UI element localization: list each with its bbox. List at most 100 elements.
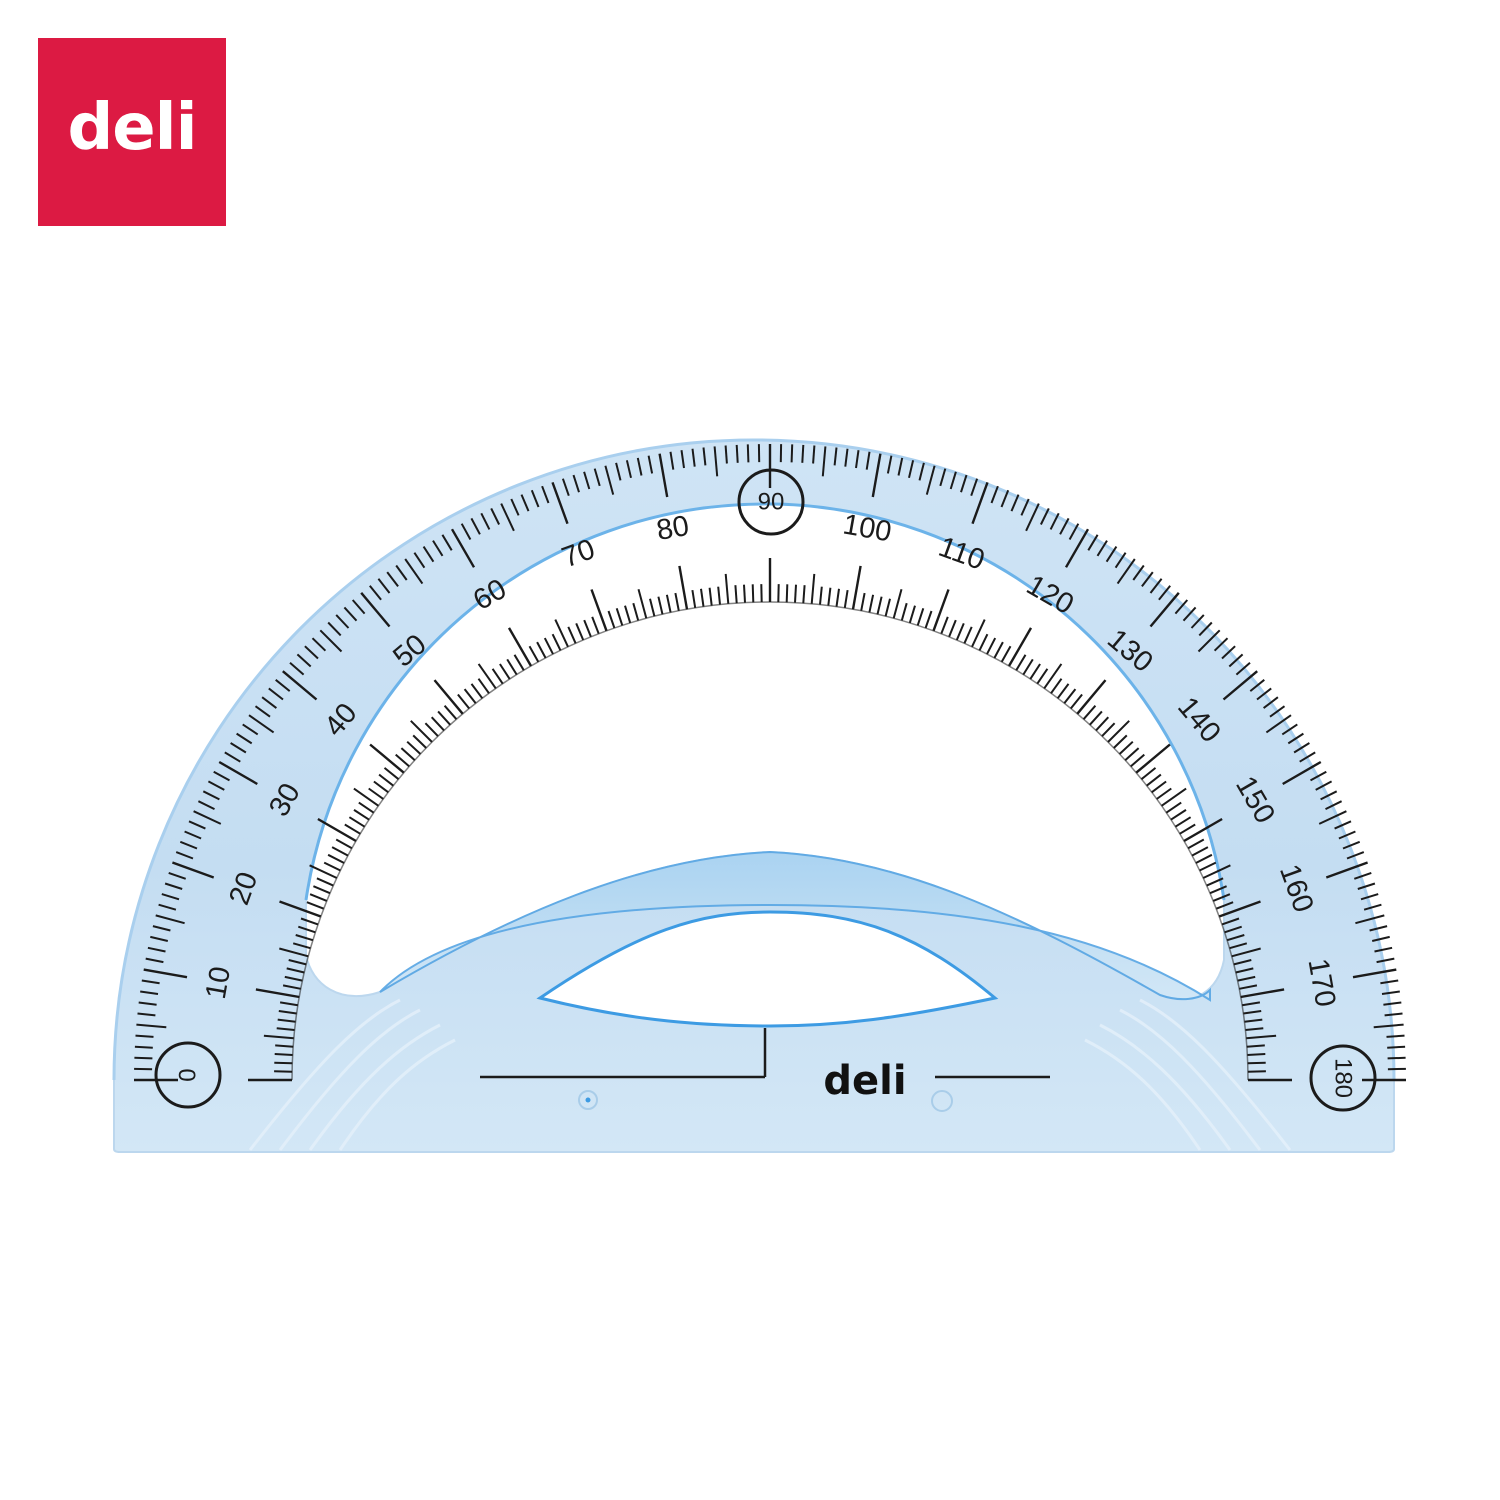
tick-mark: [378, 773, 394, 787]
tick-mark: [184, 830, 202, 840]
tick-mark: [1247, 1053, 1266, 1056]
circled-label-end: 180: [1309, 1044, 1377, 1112]
tick-mark: [884, 598, 891, 617]
tick-mark: [1240, 988, 1285, 999]
tick-mark: [430, 716, 445, 732]
tick-mark: [700, 588, 705, 607]
tick-mark: [1132, 564, 1145, 581]
tick-mark: [358, 801, 375, 814]
tick-mark: [1191, 846, 1209, 857]
tick-mark: [1209, 885, 1227, 895]
tick-mark: [1287, 732, 1304, 745]
tick-mark: [591, 616, 600, 635]
tick-mark: [296, 653, 312, 668]
tick-mark: [1190, 614, 1205, 629]
tick-mark: [624, 605, 632, 624]
tick-mark: [202, 790, 220, 801]
tick-mark: [691, 448, 696, 467]
tick-mark: [691, 589, 697, 609]
circled-label-start: 0: [154, 1041, 222, 1109]
tick-mark: [141, 979, 160, 985]
tick-mark: [900, 602, 908, 621]
tick-mark: [306, 901, 325, 910]
tick-mark: [1293, 742, 1310, 754]
tick-mark: [422, 546, 435, 563]
tick-mark: [1113, 734, 1128, 749]
plastic-ribs: [248, 998, 1292, 1151]
inner-scale-arc: [291, 601, 1249, 1081]
tick-mark: [490, 507, 500, 525]
degree-label: 10: [200, 964, 237, 1001]
tick-mark: [369, 743, 405, 774]
tick-mark: [978, 633, 989, 651]
tick-mark: [833, 447, 838, 466]
tick-mark: [1352, 968, 1397, 979]
tick-mark: [311, 637, 327, 652]
tick-mark: [735, 444, 739, 463]
tick-mark: [1235, 967, 1254, 974]
tick-mark: [1233, 959, 1252, 966]
tick-mark: [400, 747, 416, 761]
tick-mark: [373, 780, 389, 794]
tick-mark: [990, 485, 999, 504]
tick-mark: [175, 851, 194, 860]
tick-mark: [1050, 678, 1063, 694]
tick-mark: [158, 903, 177, 911]
tick-mark: [1353, 871, 1372, 880]
tick-mark: [1087, 534, 1099, 551]
tick-mark: [647, 455, 654, 474]
tick-mark: [171, 861, 215, 879]
tick-mark: [1070, 693, 1083, 710]
tick-mark: [1161, 787, 1187, 807]
tick-mark: [1218, 900, 1261, 918]
tick-mark: [678, 565, 689, 610]
tick-mark: [871, 453, 882, 498]
tick-mark: [1374, 946, 1393, 953]
tick-mark: [353, 809, 370, 821]
tick-mark: [500, 503, 515, 532]
tick-mark: [351, 599, 366, 615]
tick-mark: [615, 462, 622, 481]
tick-mark: [530, 489, 540, 508]
tick-mark: [1197, 629, 1221, 653]
tick-mark: [802, 585, 806, 604]
tick-mark: [1245, 1027, 1264, 1031]
tick-mark: [463, 688, 477, 704]
tick-mark: [507, 627, 533, 667]
tick-mark: [1007, 627, 1033, 667]
tick-mark: [1346, 851, 1365, 860]
tick-mark: [1387, 1045, 1406, 1049]
tick-mark: [1237, 975, 1256, 982]
tick-mark: [275, 679, 291, 692]
tick-mark: [261, 696, 278, 709]
tick-mark: [288, 959, 307, 966]
tick-mark: [1020, 498, 1030, 516]
tick-mark: [724, 573, 730, 604]
degree-ticks: [134, 444, 1406, 1082]
tick-mark: [575, 623, 585, 641]
tick-mark: [477, 663, 497, 689]
tick-mark: [432, 540, 444, 557]
tick-mark: [1386, 1034, 1405, 1038]
tick-mark: [1025, 503, 1040, 532]
tick-mark: [1213, 637, 1229, 652]
tick-mark: [279, 1001, 299, 1007]
tick-mark: [242, 723, 259, 736]
tick-mark: [377, 578, 391, 594]
tick-mark: [1015, 654, 1027, 671]
tick-mark: [369, 585, 382, 601]
tick-mark: [794, 584, 797, 603]
tick-mark: [855, 450, 860, 469]
tick-mark: [145, 957, 164, 964]
tick-mark: [1116, 558, 1136, 585]
tick-mark: [1059, 517, 1070, 535]
tick-mark: [939, 468, 947, 487]
tick-mark: [625, 460, 632, 479]
tick-mark: [1149, 592, 1180, 628]
tick-mark: [1246, 1034, 1277, 1040]
tick-mark: [300, 917, 319, 926]
tick-mark: [801, 444, 805, 463]
tick-mark: [335, 838, 353, 850]
tick-mark: [1235, 661, 1251, 676]
